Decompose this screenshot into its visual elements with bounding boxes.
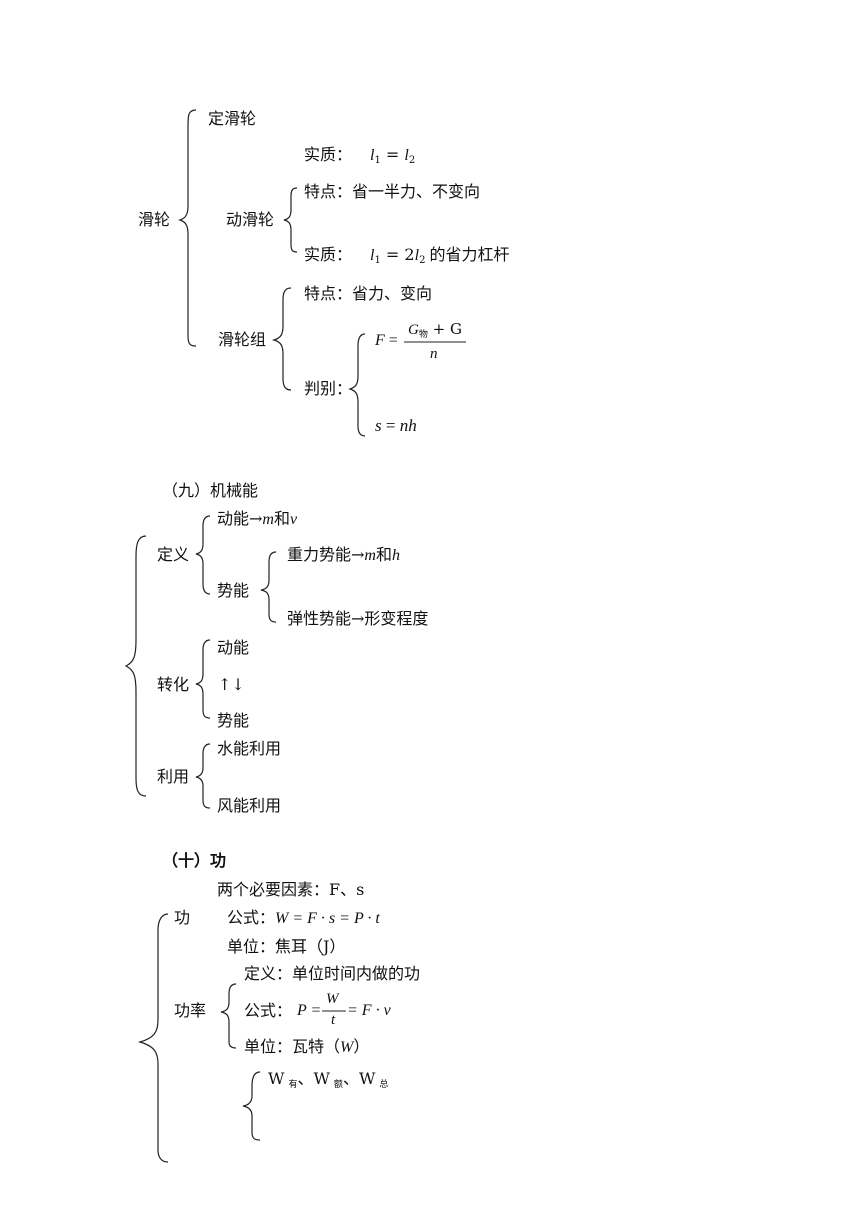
potential-energy: 势能 (217, 581, 250, 600)
pulley-root: 滑轮 (138, 210, 171, 229)
eq: = (380, 145, 405, 164)
kinetic-energy: 动能→m和v (217, 510, 297, 529)
elastic-pe-label: 弹性势能 (287, 609, 352, 628)
fixed-pulley: 定滑轮 (208, 109, 257, 128)
elastic-dep: 形变程度 (364, 609, 429, 628)
arrow-icon: → (351, 609, 365, 628)
formula-F-numerator: G物 + G (408, 320, 462, 340)
formula-l1: l (370, 147, 375, 164)
sep: 、W (342, 1069, 376, 1088)
convert-top: 动能 (217, 638, 250, 657)
and: 和 (273, 509, 290, 528)
gravity-pe: 重力势能→m和h (287, 546, 400, 565)
sub-2: 2 (419, 255, 426, 266)
formula-F-denominator: n (430, 346, 438, 362)
section-9-title: （九）机械能 (162, 481, 259, 500)
use-water: 水能利用 (217, 739, 282, 758)
formula-s: s = nh (375, 417, 417, 435)
formula-F-lhs: F = (375, 332, 398, 350)
sub-wu: 物 (418, 330, 428, 340)
eq: = 2 (380, 245, 415, 264)
movable-pulley: 动滑轮 (226, 210, 275, 229)
and: 和 (375, 545, 392, 564)
power-formula-den: t (331, 1012, 336, 1028)
power-unit-prefix: 单位：瓦特（ (244, 1037, 341, 1056)
convert-bottom: 势能 (217, 711, 250, 730)
sub-1: 1 (374, 155, 381, 166)
W-symbol: W (268, 1069, 285, 1088)
gravity-pe-label: 重力势能 (287, 545, 352, 564)
kinetic-label: 动能 (217, 509, 250, 528)
sub-2: 2 (408, 155, 416, 166)
pulley-group: 滑轮组 (218, 330, 267, 349)
sep: 、W (297, 1069, 330, 1088)
m-symbol: m (364, 547, 376, 564)
brace-group (271, 287, 292, 391)
work-formula-expr: W = F · s = P · t (275, 910, 380, 927)
arrow-icon: → (249, 509, 263, 528)
power-formula-num: W (326, 991, 339, 1007)
formula-l1: l (370, 247, 375, 264)
nh: nh (399, 416, 417, 435)
power-formula-rhs: = F · v (347, 1002, 391, 1019)
F-symbol: F (375, 332, 385, 349)
formula-l2: l (414, 247, 420, 264)
brace-mech-energy (124, 535, 147, 797)
v-symbol: v (290, 511, 298, 528)
brace-power (220, 983, 237, 1049)
movable-essence-label: 实质： (304, 245, 353, 264)
fixed-essence: 实质：l1 = l2 (304, 146, 415, 170)
h-symbol: h (392, 547, 400, 564)
arrow-icon: → (351, 545, 365, 564)
power-unit: 单位：瓦特（W） (244, 1038, 369, 1057)
convert-label: 转化 (157, 675, 190, 694)
brace-pulley (178, 109, 197, 347)
elastic-pe: 弹性势能→形变程度 (287, 610, 428, 628)
brace-def (195, 515, 211, 595)
brace-work (137, 913, 169, 1163)
s-symbol: s (375, 416, 382, 435)
power-def: 定义：单位时间内做的功 (244, 964, 421, 983)
work-label: 功 (174, 908, 191, 927)
group-feature: 特点：省力、变向 (304, 284, 433, 303)
power-label: 功率 (174, 1001, 207, 1020)
section-10-title: （十）功 (162, 851, 227, 870)
use-label: 利用 (157, 767, 190, 786)
work-factors: 两个必要因素：F、s (217, 880, 365, 899)
power-unit-suffix: ） (353, 1037, 370, 1056)
brace-efficiency (242, 1071, 261, 1141)
lever-suffix: 的省力杠杆 (429, 245, 510, 264)
eq: = (381, 416, 400, 435)
movable-feature: 特点：省一半力、不变向 (304, 182, 481, 201)
brace-potential (260, 551, 277, 623)
fixed-essence-label: 实质： (304, 145, 353, 164)
sub-e: 额 (333, 1080, 343, 1090)
work-formula: 公式：W = F · s = P · t (227, 909, 380, 928)
group-judge: 判别： (304, 379, 353, 398)
plus-G: + G (427, 320, 462, 338)
sub-zong: 总 (379, 1080, 389, 1090)
G-symbol: G (408, 322, 419, 338)
up-down-arrows-icon: ↑↓ (218, 675, 245, 694)
brace-movable (283, 187, 298, 253)
brace-judge (348, 333, 366, 437)
m-symbol: m (262, 511, 274, 528)
sub-you: 有 (288, 1080, 298, 1090)
def-label: 定义 (157, 545, 190, 564)
power-formula-label: 公式： (244, 1001, 293, 1020)
sub-1: 1 (374, 255, 381, 266)
formula-label: 公式： (227, 908, 276, 927)
eq: = (384, 332, 398, 349)
formula-l2: l (404, 147, 409, 164)
brace-use (195, 743, 211, 809)
W-symbol: W (340, 1039, 354, 1056)
use-wind: 风能利用 (217, 796, 282, 815)
brace-convert (195, 639, 211, 719)
work-unit: 单位：焦耳（J） (227, 937, 346, 956)
power-formula-lhs: P = (297, 1002, 322, 1019)
